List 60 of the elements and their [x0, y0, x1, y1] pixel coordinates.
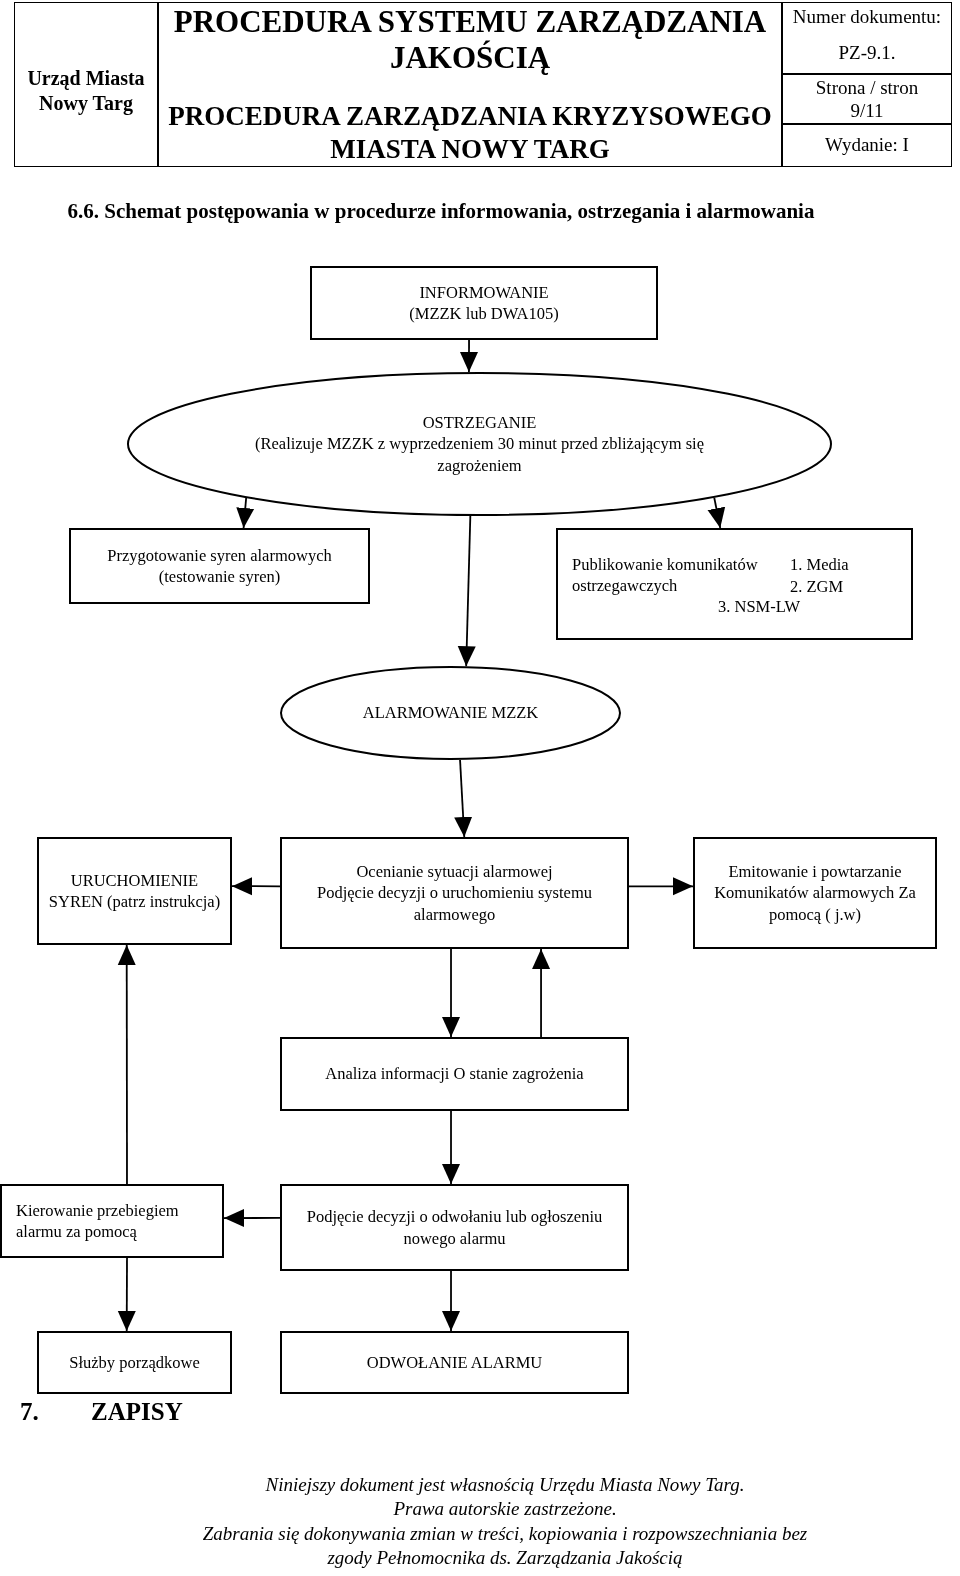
document-number-label: Numer dokumentu:	[791, 6, 943, 28]
arrow	[117, 944, 136, 1185]
arrow	[707, 496, 726, 529]
footer-note: Zabrania się dokonywania zmian w treści, kopiowania i rozpowszechniania bez zgody Pełnomocnika ds. Zarządzania Jakością	[201, 1522, 809, 1570]
arrow	[236, 497, 255, 529]
node-text: 1. Media	[790, 554, 850, 576]
node-text: Podjęcie decyzji o odwołaniu lub ogłoszeniu nowego alarmu	[305, 1206, 604, 1249]
document-number: PZ-9.1.	[837, 42, 897, 64]
header-subtitle: PROCEDURA ZARZĄDZANIA KRYZYSOWEGO MIASTA NOWY TARG	[167, 100, 773, 166]
process-box	[310, 266, 658, 340]
process-box	[693, 837, 937, 949]
footer-note: Prawa autorskie zastrzeżone.	[392, 1498, 618, 1520]
footer-note: Niniejszy dokument jest własnością Urzędu Miasta Nowy Targ.	[264, 1474, 746, 1496]
node-text: ODWOŁANIE ALARMU	[366, 1351, 543, 1374]
node-text: Podjęcie decyzji o uruchomieniu systemu alarmowego	[316, 882, 593, 926]
process-box	[69, 528, 370, 604]
node-text: Publikowanie komunikatów ostrzegawczych	[572, 554, 759, 597]
section-heading: ZAPISY	[91, 1398, 184, 1426]
page-label: Strona / stron	[814, 77, 920, 99]
arrow	[460, 339, 478, 373]
process-box	[0, 1184, 224, 1258]
node-text: Kierowanie przebiegiem alarmu za pomocą	[16, 1199, 180, 1243]
node-text: 2. ZGM	[790, 576, 845, 598]
process-box	[280, 837, 629, 949]
arrow	[628, 877, 694, 896]
page-number: 9/11	[849, 100, 885, 122]
arrow	[231, 877, 281, 896]
node-text: Emitowanie i powtarzanie Komunikatów alarmowych Za pomocą ( j.w)	[713, 860, 917, 926]
node-text: 3. NSM-LW	[718, 596, 802, 618]
node-text: ALARMOWANIE MZZK	[362, 702, 539, 724]
edition-label: Wydanie: I	[824, 134, 910, 156]
diagram-title: 6.6. Schemat postępowania w procedurze informowania, ostrzegania i alarmowania	[66, 198, 816, 225]
arrow	[442, 948, 460, 1038]
process-box	[280, 1331, 629, 1394]
node-text: Służby porządkowe	[69, 1351, 200, 1374]
arrow	[457, 515, 476, 668]
node-text: (Realizuje MZZK z wyprzedzeniem 30 minut przed zbliżającym się zagrożeniem	[254, 433, 705, 477]
arrow	[442, 1110, 460, 1185]
node-text: URUCHOMIENIE SYREN (patrz instrukcja)	[47, 869, 222, 913]
arrow	[223, 1209, 281, 1227]
node-text: Przygotowanie syren alarmowych (testowanie syren)	[106, 544, 333, 588]
process-box	[556, 528, 913, 640]
node-text: Ocenianie sytuacji alarmowej	[356, 860, 553, 883]
arrow	[117, 1257, 136, 1332]
node-text: (MZZK lub DWA105)	[409, 303, 559, 325]
process-box	[280, 1037, 629, 1111]
arrow	[442, 1270, 460, 1332]
process-box	[280, 1184, 629, 1271]
section-number: 7.	[20, 1398, 40, 1426]
process-ellipse	[280, 666, 621, 760]
process-ellipse	[127, 372, 832, 516]
office-name: Urząd Miasta Nowy Targ	[26, 66, 146, 116]
node-text: Analiza informacji O stanie zagrożenia	[325, 1063, 584, 1085]
node-text: INFORMOWANIE	[419, 281, 549, 303]
arrow	[454, 759, 473, 838]
process-box	[37, 837, 232, 945]
header-title: PROCEDURA SYSTEMU ZARZĄDZANIA JAKOŚCIĄ	[172, 4, 768, 76]
arrow	[532, 948, 551, 1038]
node-text: OSTRZEGANIE	[422, 411, 537, 434]
process-box	[37, 1331, 232, 1394]
